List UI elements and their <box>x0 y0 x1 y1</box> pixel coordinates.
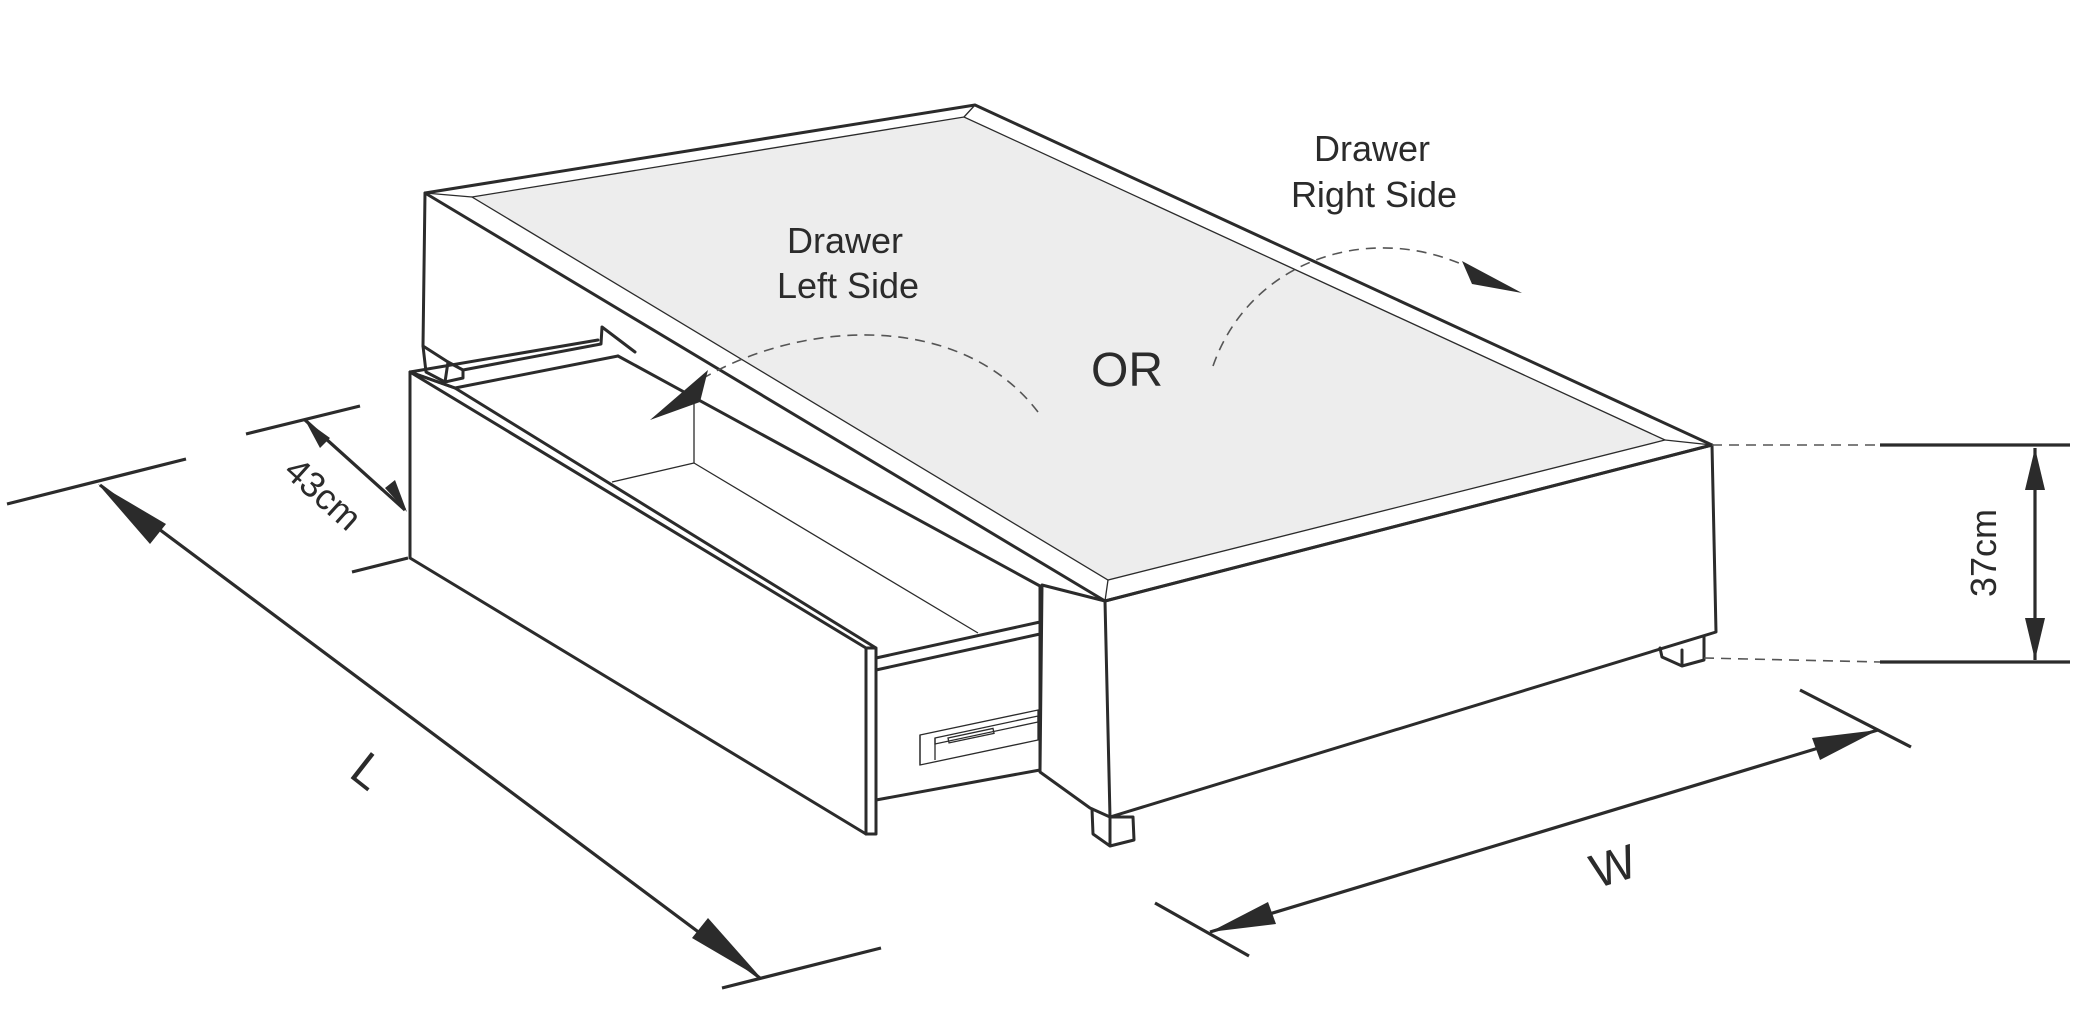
arrow-head <box>385 480 407 512</box>
dimension-depth <box>245 404 409 574</box>
drawer-right-label-line1: Drawer <box>1314 128 1430 169</box>
or-label: OR <box>1091 344 1163 397</box>
bed-left-leg <box>421 344 465 384</box>
bed-front-right-leg <box>1658 634 1706 668</box>
bevel-line <box>424 192 473 198</box>
bed-left-face <box>421 191 465 372</box>
arrow-head <box>1812 730 1878 760</box>
bed-front-left-leg <box>1090 807 1136 848</box>
dimension-height <box>1703 443 2070 664</box>
bed-top-panel <box>472 117 1665 580</box>
arrow-head <box>2025 618 2045 660</box>
drawer-back-panel <box>461 325 637 372</box>
arrow-head <box>305 420 330 448</box>
length-label: L <box>341 743 395 801</box>
drawer-right-arrow <box>1212 247 1522 367</box>
drawer-inner-floor <box>611 404 695 483</box>
drawer-front-thickness <box>453 386 878 836</box>
width-label: W <box>1584 835 1643 899</box>
bevel-line <box>1664 439 1713 446</box>
depth-label: 43cm <box>277 449 370 538</box>
drawer-floor-edge <box>693 462 979 634</box>
drawer-right-side <box>874 584 1042 802</box>
height-label: 37cm <box>1963 509 2004 597</box>
arrow-head <box>1210 902 1276 932</box>
drawer-left-label-line1: Drawer <box>787 220 903 261</box>
drawer-runner <box>919 709 1039 766</box>
drawer-left-label-line2: Left Side <box>777 265 919 306</box>
dimension-width <box>1154 688 1912 958</box>
arrow-head-left <box>650 370 708 420</box>
arrow-head <box>692 918 762 979</box>
bed-base <box>421 103 1718 848</box>
drawer-right-label-line2: Right Side <box>1291 174 1457 215</box>
arrow-head <box>2025 448 2045 490</box>
bed-front-face <box>1103 443 1718 819</box>
bevel-line <box>963 104 976 118</box>
bed-left-face-edge <box>1038 583 1112 819</box>
arrow-head <box>98 484 166 544</box>
bevel-line <box>1104 579 1109 602</box>
dimension-length <box>6 457 882 990</box>
drawer-front-top <box>408 370 457 390</box>
drawer-front-panel <box>408 370 868 836</box>
arrow-head-right <box>1462 261 1522 293</box>
drawer-left-arrow <box>650 334 1039 420</box>
